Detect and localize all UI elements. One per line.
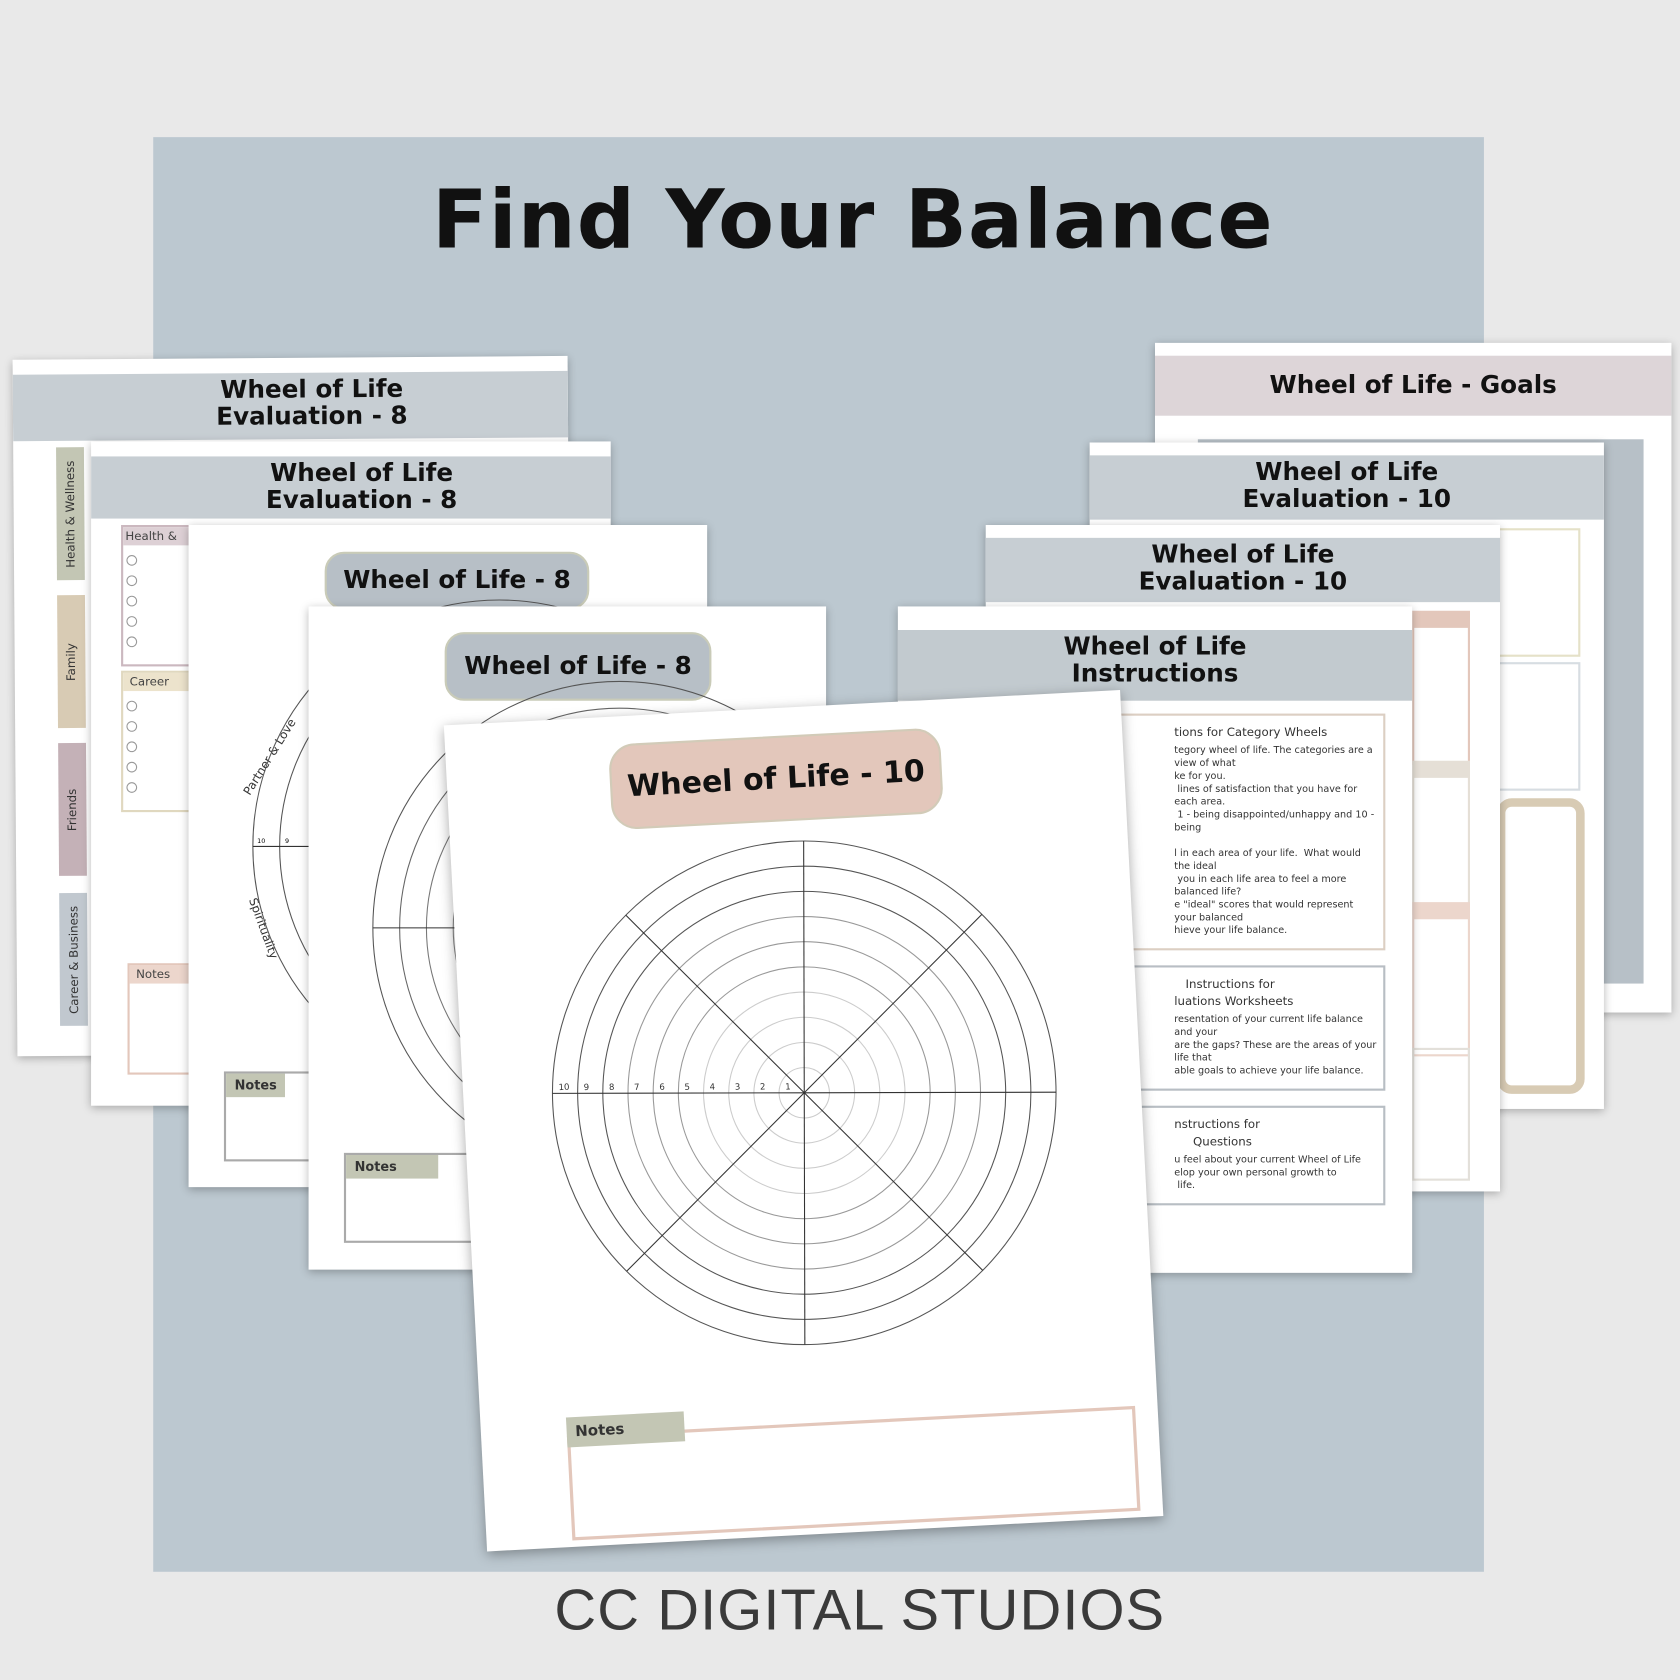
brand-footer: CC DIGITAL STUDIOS — [554, 1578, 1166, 1643]
page-title: Wheel of Life — [1255, 458, 1439, 487]
page-subtitle: Instructions — [1071, 660, 1239, 688]
scale-label: 1 — [785, 1082, 791, 1092]
scale-label: 3 — [735, 1082, 741, 1092]
section-text: tegory wheel of life. The categories are… — [1174, 745, 1375, 937]
notes-label: Notes — [346, 1155, 439, 1179]
page-subtitle: Evaluation - 8 — [216, 402, 408, 432]
scale-label: 8 — [609, 1083, 615, 1093]
scale-label: 9 — [584, 1083, 590, 1093]
section-heading: Instructions for luations Worksheets — [1174, 977, 1294, 1009]
scale-label: 2 — [760, 1082, 766, 1092]
section-heading: tions for Category Wheels — [1174, 725, 1328, 740]
instruction-section-evaluations: Instructions for luations Worksheets res… — [1058, 965, 1386, 1091]
instruction-section-category: tions for Category Wheels tegory wheel o… — [1058, 713, 1386, 951]
wheel-ring — [551, 840, 1057, 1346]
section-heading: nstructions for Questions — [1174, 1117, 1260, 1149]
scale-label: 4 — [709, 1083, 715, 1093]
section-text: resentation of your current life balance… — [1174, 1014, 1377, 1077]
wheel-ring — [602, 890, 1007, 1295]
wheel-spoke — [625, 914, 805, 1094]
wheel-ring — [652, 941, 956, 1245]
wheel-spoke — [803, 1092, 984, 1271]
page-subtitle: Evaluation - 10 — [1242, 485, 1452, 514]
tab-health: Health & Wellness — [63, 460, 78, 568]
wheel-spoke — [803, 913, 983, 1094]
headline: Find Your Balance — [432, 171, 1274, 267]
wheel-ring — [753, 1041, 856, 1144]
wheel-spoke — [803, 1092, 806, 1345]
wheel-ring — [778, 1067, 830, 1119]
wheel-ring — [677, 966, 931, 1220]
page-title: Wheel of Life - Goals — [1155, 355, 1672, 416]
notes-label: Notes — [565, 1411, 686, 1448]
page-title: Wheel of Life — [270, 459, 454, 488]
tab-career: Career & Business — [66, 905, 81, 1014]
wheel-ring — [577, 865, 1032, 1320]
wheel-spoke — [552, 1092, 805, 1094]
page-subtitle: Evaluation - 8 — [265, 486, 458, 515]
scale-tick: 10 — [257, 837, 266, 846]
wheel-ring — [627, 915, 982, 1270]
scale-label: 7 — [634, 1083, 640, 1093]
page-title: Wheel of Life — [1151, 541, 1335, 569]
wheel-ring — [728, 1016, 881, 1169]
instruction-sections: tions for Category Wheels tegory wheel o… — [1058, 713, 1386, 1206]
wheel-ring — [703, 991, 906, 1195]
notes-label: Notes — [226, 1073, 286, 1098]
scale-label: 6 — [659, 1083, 665, 1093]
scale-label: 10 — [558, 1083, 569, 1094]
page-title: Wheel of Life — [220, 375, 404, 405]
life-wheel[interactable]: 1 2 3 4 5 6 7 8 9 10 — [444, 690, 1164, 1551]
tab-family: Family — [64, 642, 79, 681]
scale-label: 5 — [684, 1083, 690, 1093]
wheel-spoke — [804, 1091, 1057, 1094]
wheel-spoke — [803, 840, 805, 1093]
scale-tick: 9 — [285, 837, 290, 846]
section-text: u feel about your current Wheel of Life … — [1174, 1155, 1361, 1192]
page-title: Wheel of Life - 8 — [324, 551, 590, 610]
page-title: Wheel of Life - 8 — [444, 632, 712, 701]
tab-friends: Friends — [65, 788, 80, 831]
page-subtitle: Evaluation - 10 — [1138, 567, 1348, 596]
wheel-spoke — [626, 1092, 805, 1272]
page-title: Wheel of Life — [1063, 633, 1247, 662]
